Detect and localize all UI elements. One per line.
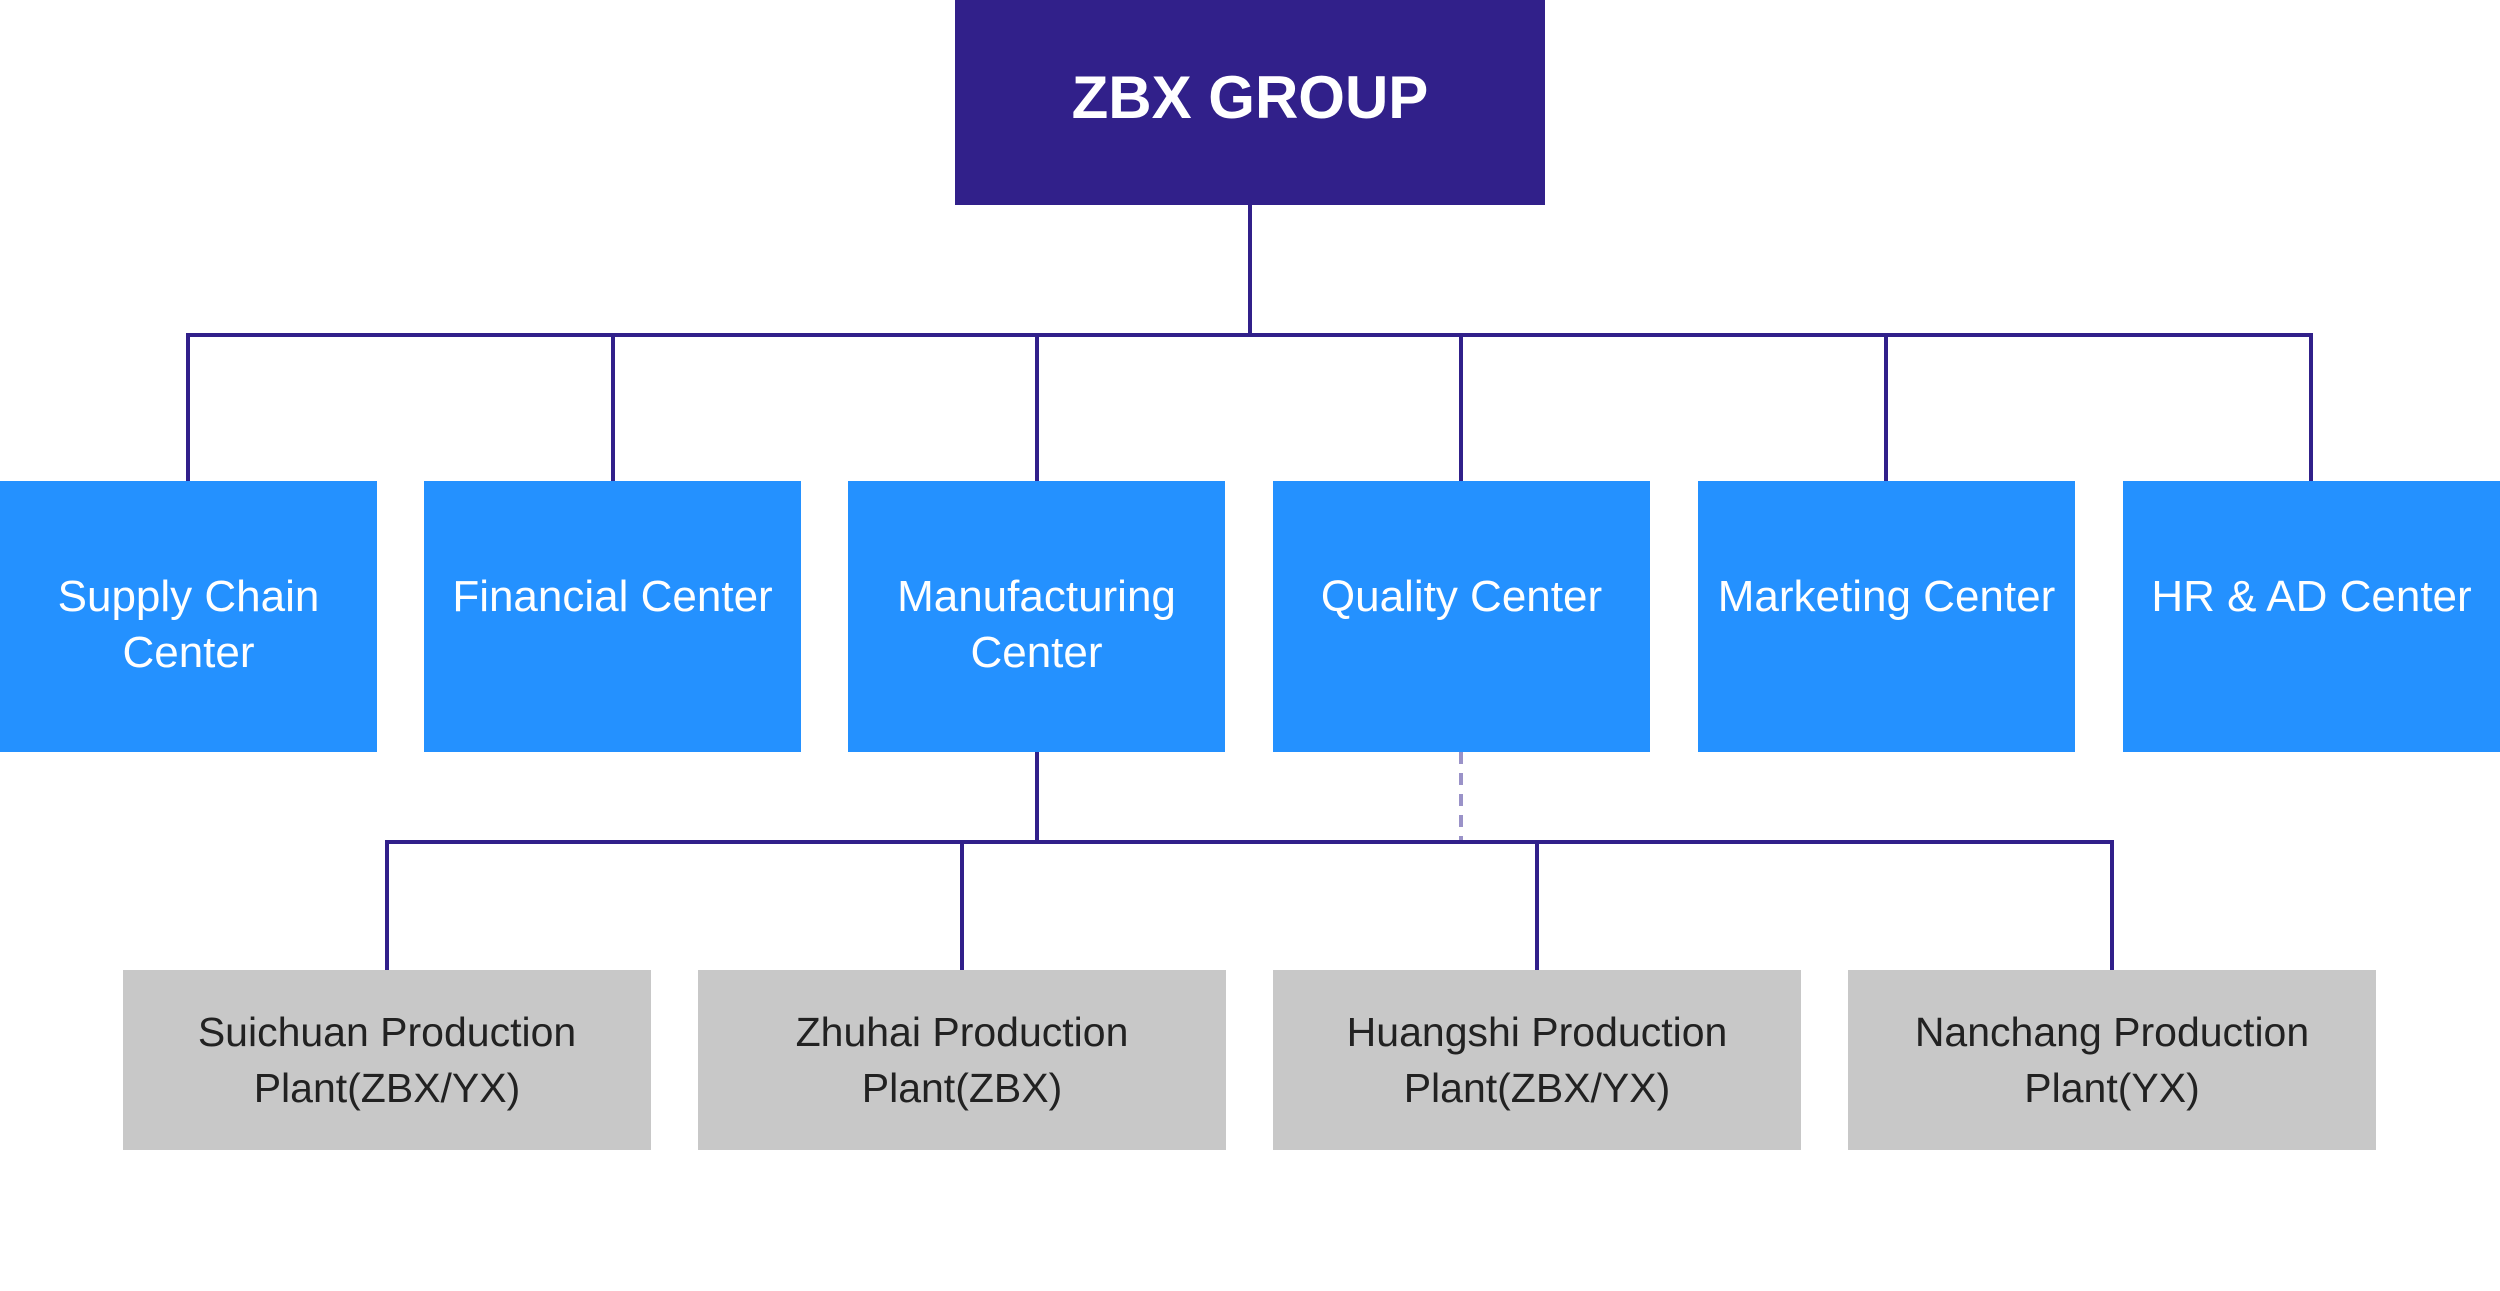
plant-node-huangshi: Huangshi Production Plant(ZBX/YX) — [1273, 970, 1801, 1150]
root-connector — [1248, 205, 1252, 337]
dept-label: Quality Center — [1320, 572, 1603, 621]
plant-label: Suichuan Production Plant(ZBX/YX) — [197, 1009, 577, 1111]
dept-node-supply-chain: Supply Chain Center — [0, 481, 377, 752]
dept-connector-3 — [1035, 333, 1039, 481]
dept-node-marketing: Marketing Center — [1698, 481, 2075, 752]
dept-label: Manufacturing Center — [897, 572, 1176, 677]
dept-node-financial: Financial Center — [424, 481, 801, 752]
dept-connector-1 — [186, 333, 190, 481]
plant-connector-3 — [1535, 840, 1539, 970]
dept-connector-6 — [2309, 333, 2313, 481]
root-node: ZBX GROUP — [955, 0, 1545, 205]
dept-label: Marketing Center — [1717, 572, 2056, 621]
dept-node-hr-ad: HR & AD Center — [2123, 481, 2500, 752]
dept-node-manufacturing: Manufacturing Center — [848, 481, 1225, 752]
root-label: ZBX GROUP — [1071, 64, 1429, 131]
plant-node-suichuan: Suichuan Production Plant(ZBX/YX) — [123, 970, 651, 1150]
plant-connector-1 — [385, 840, 389, 970]
department-bus-line — [186, 333, 2313, 337]
dept-connector-5 — [1884, 333, 1888, 481]
plant-label: Nanchang Production Plant(YX) — [1914, 1009, 2310, 1111]
plant-label: Zhuhai Production Plant(ZBX) — [795, 1009, 1129, 1111]
dept-connector-2 — [611, 333, 615, 481]
dept-node-quality: Quality Center — [1273, 481, 1650, 752]
dept-label: Supply Chain Center — [57, 572, 320, 677]
dept-label: Financial Center — [452, 572, 773, 621]
plant-bus-line — [385, 840, 2114, 844]
dept-label: HR & AD Center — [2151, 572, 2472, 621]
plant-connector-2 — [960, 840, 964, 970]
plant-connector-4 — [2110, 840, 2114, 970]
dept-connector-4 — [1459, 333, 1463, 481]
plant-label: Huangshi Production Plant(ZBX/YX) — [1346, 1009, 1728, 1111]
plant-node-nanchang: Nanchang Production Plant(YX) — [1848, 970, 2376, 1150]
plant-node-zhuhai: Zhuhai Production Plant(ZBX) — [698, 970, 1226, 1150]
quality-dashed-connector — [1459, 752, 1463, 842]
manufacturing-connector — [1035, 752, 1039, 842]
